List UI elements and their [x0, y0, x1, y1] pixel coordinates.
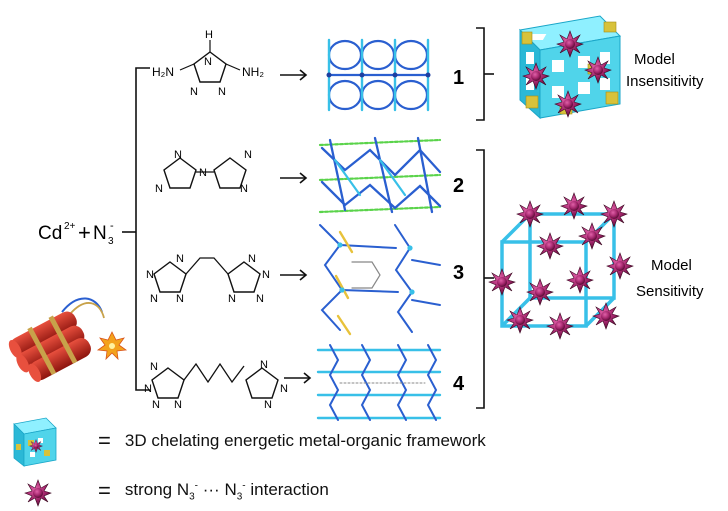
compound-number-1: 1	[453, 67, 464, 89]
framework-cube-model	[518, 15, 622, 120]
ligand3-n-g: N	[256, 293, 264, 305]
left-bracket	[135, 67, 150, 391]
ligand4-n-a: N	[150, 361, 158, 373]
ligand4-n-g: N	[264, 399, 272, 411]
crystal-structure-1	[326, 38, 431, 112]
ligand4-n-d: N	[174, 399, 182, 411]
bracket-insensitive	[476, 27, 485, 121]
legend-interaction-row: = strong N3- ··· N3- interaction	[98, 478, 329, 504]
reaction-arrows	[280, 69, 312, 384]
ligand-bis-tetrazolyl-butane: N N N N N N N	[144, 359, 288, 411]
ligand4-n-f: N	[280, 383, 288, 395]
ligand3-n-a: N	[176, 253, 184, 265]
legend-framework-row: = 3D chelating energetic metal-organic f…	[98, 428, 486, 454]
anion-subscript: 3	[108, 236, 114, 247]
dynamite-icon	[8, 297, 128, 382]
ligand2-n-b: N	[155, 183, 163, 195]
ligand1-n2: N	[190, 86, 198, 98]
legend-interaction-sub-1: 3	[189, 491, 195, 503]
ligand2-n-e: N	[240, 183, 248, 195]
legend-interaction-sub-2: 3	[236, 491, 243, 503]
ligand1-nh-h: H	[205, 29, 213, 41]
ligand3-n-h: N	[228, 293, 236, 305]
ligand1-right-amine: NH₂	[242, 65, 264, 79]
arrow-1-icon	[280, 69, 308, 81]
bracket-sensitive	[476, 149, 485, 409]
ligand3-n-e: N	[248, 253, 256, 265]
ligand-bis-tetrazolyl-ethane: N N N N N N N N	[146, 253, 270, 305]
model-insensitivity-line1: Model	[634, 51, 675, 68]
azide-cube-model	[488, 192, 634, 340]
legend-framework-eq: =	[98, 428, 111, 453]
compound-number-2: 2	[453, 175, 464, 197]
legend-interaction-sup-2: -	[242, 480, 246, 492]
ligand2-n-c: N	[199, 167, 207, 179]
legend-interaction-eq: =	[98, 478, 111, 503]
arrow-2-icon	[280, 172, 308, 184]
ligand3-n-b: N	[146, 269, 154, 281]
model-sensitivity-line2: Sensitivity	[636, 283, 704, 300]
crystal-structure-4	[316, 344, 442, 421]
legend-azide-icon	[24, 479, 52, 507]
compound-number-4: 4	[453, 373, 465, 395]
ligand1-nh-n: N	[204, 56, 212, 68]
arrow-3-icon	[280, 269, 308, 281]
ligand4-n-b: N	[144, 383, 152, 395]
legend-interaction-prefix: strong N	[124, 479, 190, 499]
reactants-label: Cd 2+ + N 3 -	[38, 220, 114, 247]
crystal-structure-2	[318, 136, 442, 214]
plus-sign: +	[78, 220, 91, 245]
legend-framework-icon	[13, 417, 57, 467]
ligand1-n4: N	[218, 86, 226, 98]
ligand3-n-f: N	[262, 269, 270, 281]
model-insensitivity-line2: Insensitivity	[626, 73, 704, 90]
compound-number-3: 3	[453, 262, 464, 284]
ligand-triazole-diamine: H N N N H₂N NH₂	[152, 29, 264, 98]
crystal-structure-3	[319, 224, 441, 336]
legend-interaction-text: strong N3- ··· N3- interaction	[125, 480, 329, 502]
metal-symbol: Cd	[38, 223, 62, 244]
ligand1-left-amine: H₂N	[152, 65, 174, 79]
legend-interaction-mid: ··· N	[198, 479, 237, 499]
legend-framework-text: 3D chelating energetic metal-organic fra…	[124, 431, 486, 450]
legend-interaction-sup-1: -	[194, 480, 199, 492]
ligand-bitriazole: N N N N N	[155, 149, 252, 195]
legend-interaction-suffix: interaction	[245, 479, 329, 499]
arrow-4-icon	[284, 372, 312, 384]
ligand3-n-d: N	[176, 293, 184, 305]
ligand2-n-d: N	[244, 149, 252, 161]
ligand4-n-e: N	[260, 359, 268, 371]
anion-symbol: N	[93, 223, 107, 244]
ligand4-n-c: N	[152, 399, 160, 411]
anion-charge: -	[110, 220, 114, 232]
metal-charge: 2+	[64, 221, 76, 232]
ligand2-n-a: N	[174, 149, 182, 161]
model-sensitivity-line1: Model	[651, 257, 692, 274]
ligand3-n-c: N	[150, 293, 158, 305]
